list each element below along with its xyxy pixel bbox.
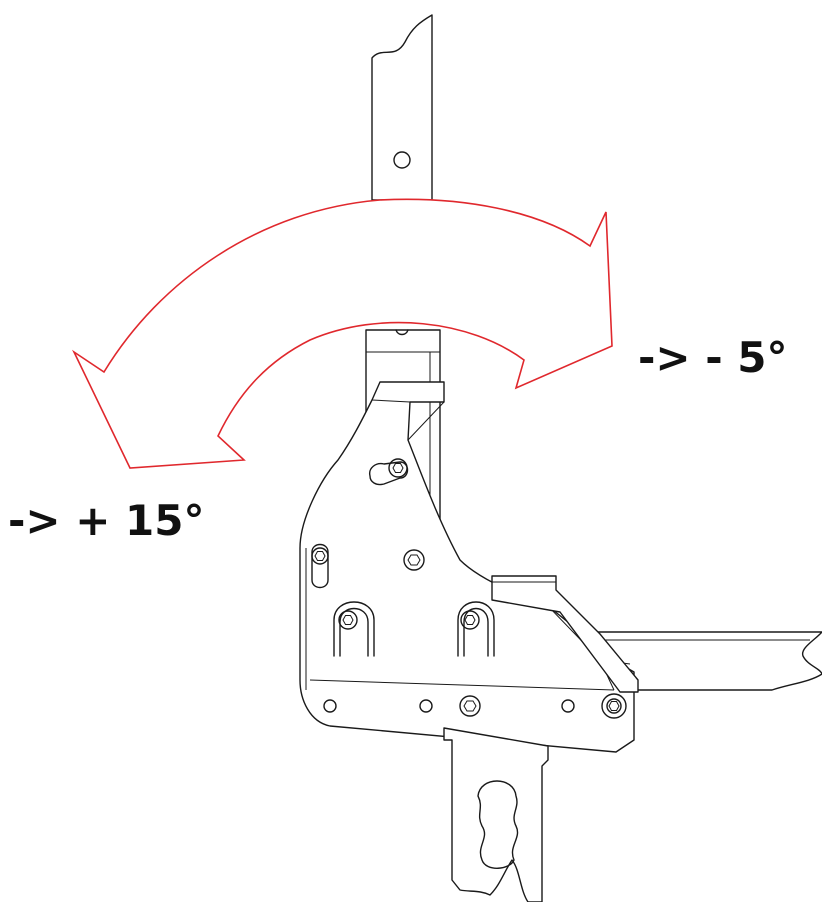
- center-bolt: [403, 549, 425, 571]
- bottom-holes: [323, 693, 627, 719]
- slot-bolt-top: [369, 458, 409, 486]
- rotation-arrow: [72, 198, 613, 469]
- lower-handle: [443, 727, 549, 903]
- right-arm: [595, 631, 822, 691]
- upper-post: [371, 14, 433, 201]
- label-minus-5-degrees: -> - 5°: [638, 333, 788, 382]
- spring-clip-left: [333, 601, 375, 657]
- right-bracket: [491, 575, 639, 693]
- handle-grip-slot: [477, 780, 519, 869]
- spring-clip-right: [457, 601, 495, 657]
- upper-post-hole: [393, 151, 411, 169]
- slot-bolt-left: [311, 543, 329, 589]
- label-plus-15-degrees: -> + 15°: [8, 496, 205, 545]
